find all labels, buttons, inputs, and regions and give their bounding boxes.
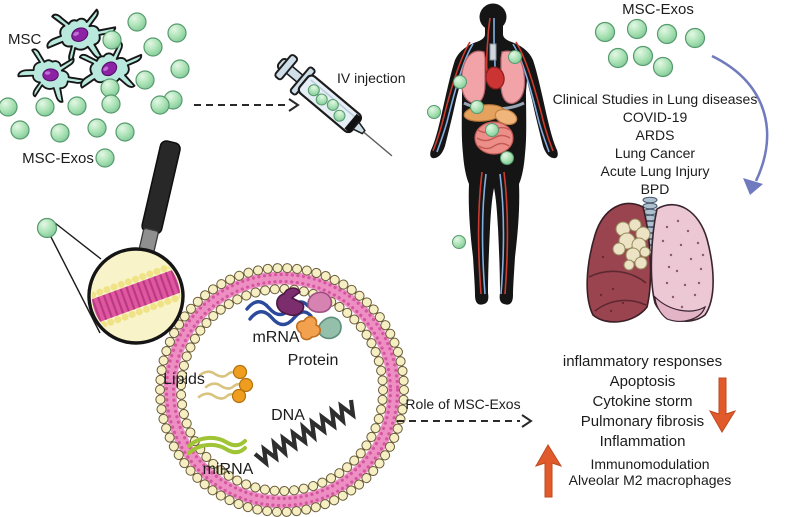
increased-line: Alveolar M2 macrophages [568,471,732,488]
decreased-line: Inflammation [599,433,686,450]
down-arrow-icon [708,377,737,433]
msc-exos-label-left: MSC-Exos [22,150,94,167]
decreased-line: inflammatory responses [562,353,723,370]
up-arrow-icon [534,444,563,498]
clinical-line: BPD [640,181,670,197]
dna-icon [253,399,356,469]
exosome-membrane [155,263,409,517]
exosome-particles-right [594,18,706,78]
decreased-line: Cytokine storm [592,393,693,410]
lipids-label: Lipids [163,371,205,388]
clinical-line: Lung Cancer [614,145,696,161]
magnifier-icon [36,140,189,345]
lung-speckles [661,219,705,309]
clinical-line: Clinical Studies in Lung diseases [552,91,758,107]
blood-vessels [432,17,554,295]
clinical-line: ARDS [635,127,675,143]
healthy-lung [650,203,714,323]
lungs-illustration [586,196,714,323]
msc-exos-label-right: MSC-Exos [622,1,694,18]
circulating-exosomes [427,50,522,249]
body-silhouette [430,26,558,305]
exosome-particles-left [0,12,190,168]
tumor-mass [612,218,651,271]
iv-injection-label: IV injection [337,70,406,86]
magnified-exosome-particle [36,217,58,239]
increased-line: Immunomodulation [590,456,710,472]
role-of-msc-exos-label: Role of MSC-Exos [405,396,521,412]
clinical-studies-list: Clinical Studies in Lung diseases COVID-… [550,90,760,198]
lipids-icon [197,364,254,404]
protein-label: Protein [287,352,339,369]
clinical-line: Acute Lung Injury [600,163,710,179]
increased-effects-list: Immunomodulation Alveolar M2 macrophages [560,456,740,488]
clinical-line: COVID-19 [622,109,688,125]
dashed-arrow-role [397,414,533,428]
syringe-icon [274,54,393,157]
msc-label: MSC [8,31,42,48]
mrna-label: mRNA [252,329,300,346]
human-body-illustration [427,3,558,305]
mirna-label: miRNA [202,461,254,478]
exosome-cross-section [155,263,409,517]
mirna-icon [187,435,247,455]
decreased-effects-list: inflammatory responses Apoptosis Cytokin… [545,352,740,452]
decreased-line: Pulmonary fibrosis [580,413,705,430]
lipid-bilayer [83,261,189,331]
curved-arrow-icon [711,54,769,195]
protein-icon [276,287,342,341]
dna-label: DNA [271,407,305,424]
diseased-lung [586,202,652,323]
dashed-arrow-to-syringe [194,98,300,112]
decreased-line: Apoptosis [609,373,676,390]
